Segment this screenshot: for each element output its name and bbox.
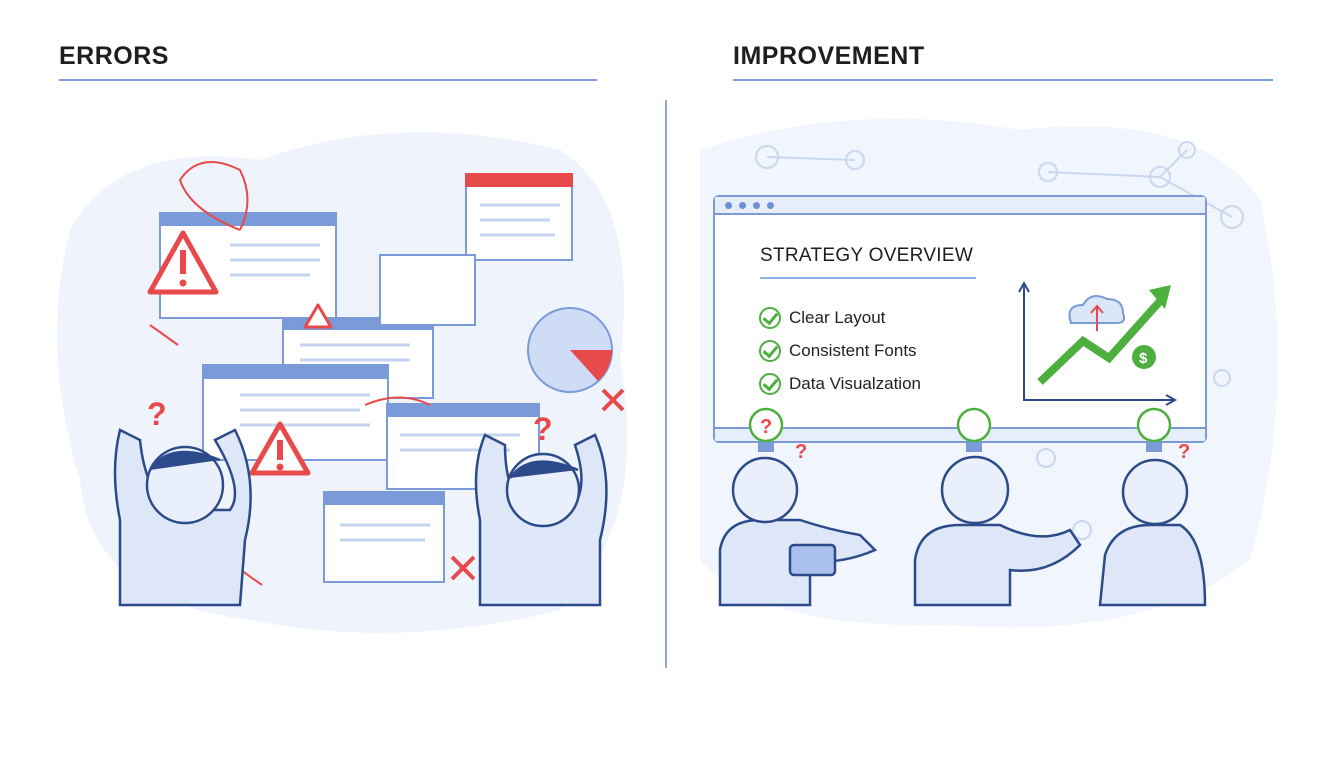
pie-chart-icon — [527, 307, 613, 393]
growth-chart-icon: $ — [1018, 280, 1178, 406]
window-dot — [767, 202, 774, 209]
strategy-window: STRATEGY OVERVIEW Clear Layout Consisten… — [713, 195, 1207, 443]
improvement-heading: IMPROVEMENT — [733, 42, 925, 70]
title-underline — [760, 277, 976, 279]
checklist-label: Consistent Fonts — [789, 341, 917, 360]
errors-heading-rule — [59, 79, 597, 81]
window-footer — [715, 427, 1205, 441]
happy-person — [718, 455, 1207, 607]
window-dot — [725, 202, 732, 209]
checklist-item: Clear Layout — [759, 307, 885, 329]
error-x-icon — [450, 388, 625, 581]
checklist-label: Data Visualzation — [789, 374, 921, 393]
question-mark-icon: ?? — [147, 396, 553, 447]
strategy-title: STRATEGY OVERVIEW — [760, 245, 974, 266]
window-dot — [753, 202, 760, 209]
checklist-item: Data Visualzation — [759, 373, 921, 395]
svg-text:?: ? — [147, 396, 167, 432]
checklist-item: Consistent Fonts — [759, 340, 917, 362]
checklist-label: Clear Layout — [789, 308, 886, 327]
svg-text:?: ? — [533, 411, 553, 447]
errors-heading: ERRORS — [59, 42, 169, 70]
section-divider — [665, 100, 667, 668]
window-titlebar — [715, 197, 1205, 215]
dollar-icon — [1132, 345, 1156, 369]
improvement-heading-rule — [733, 79, 1273, 81]
window-dot — [739, 202, 746, 209]
check-icon — [759, 373, 781, 395]
svg-text:$: $ — [1139, 350, 1148, 367]
text-lines — [230, 203, 560, 542]
frustrated-person — [113, 428, 608, 607]
check-icon — [759, 340, 781, 362]
check-icon — [759, 307, 781, 329]
